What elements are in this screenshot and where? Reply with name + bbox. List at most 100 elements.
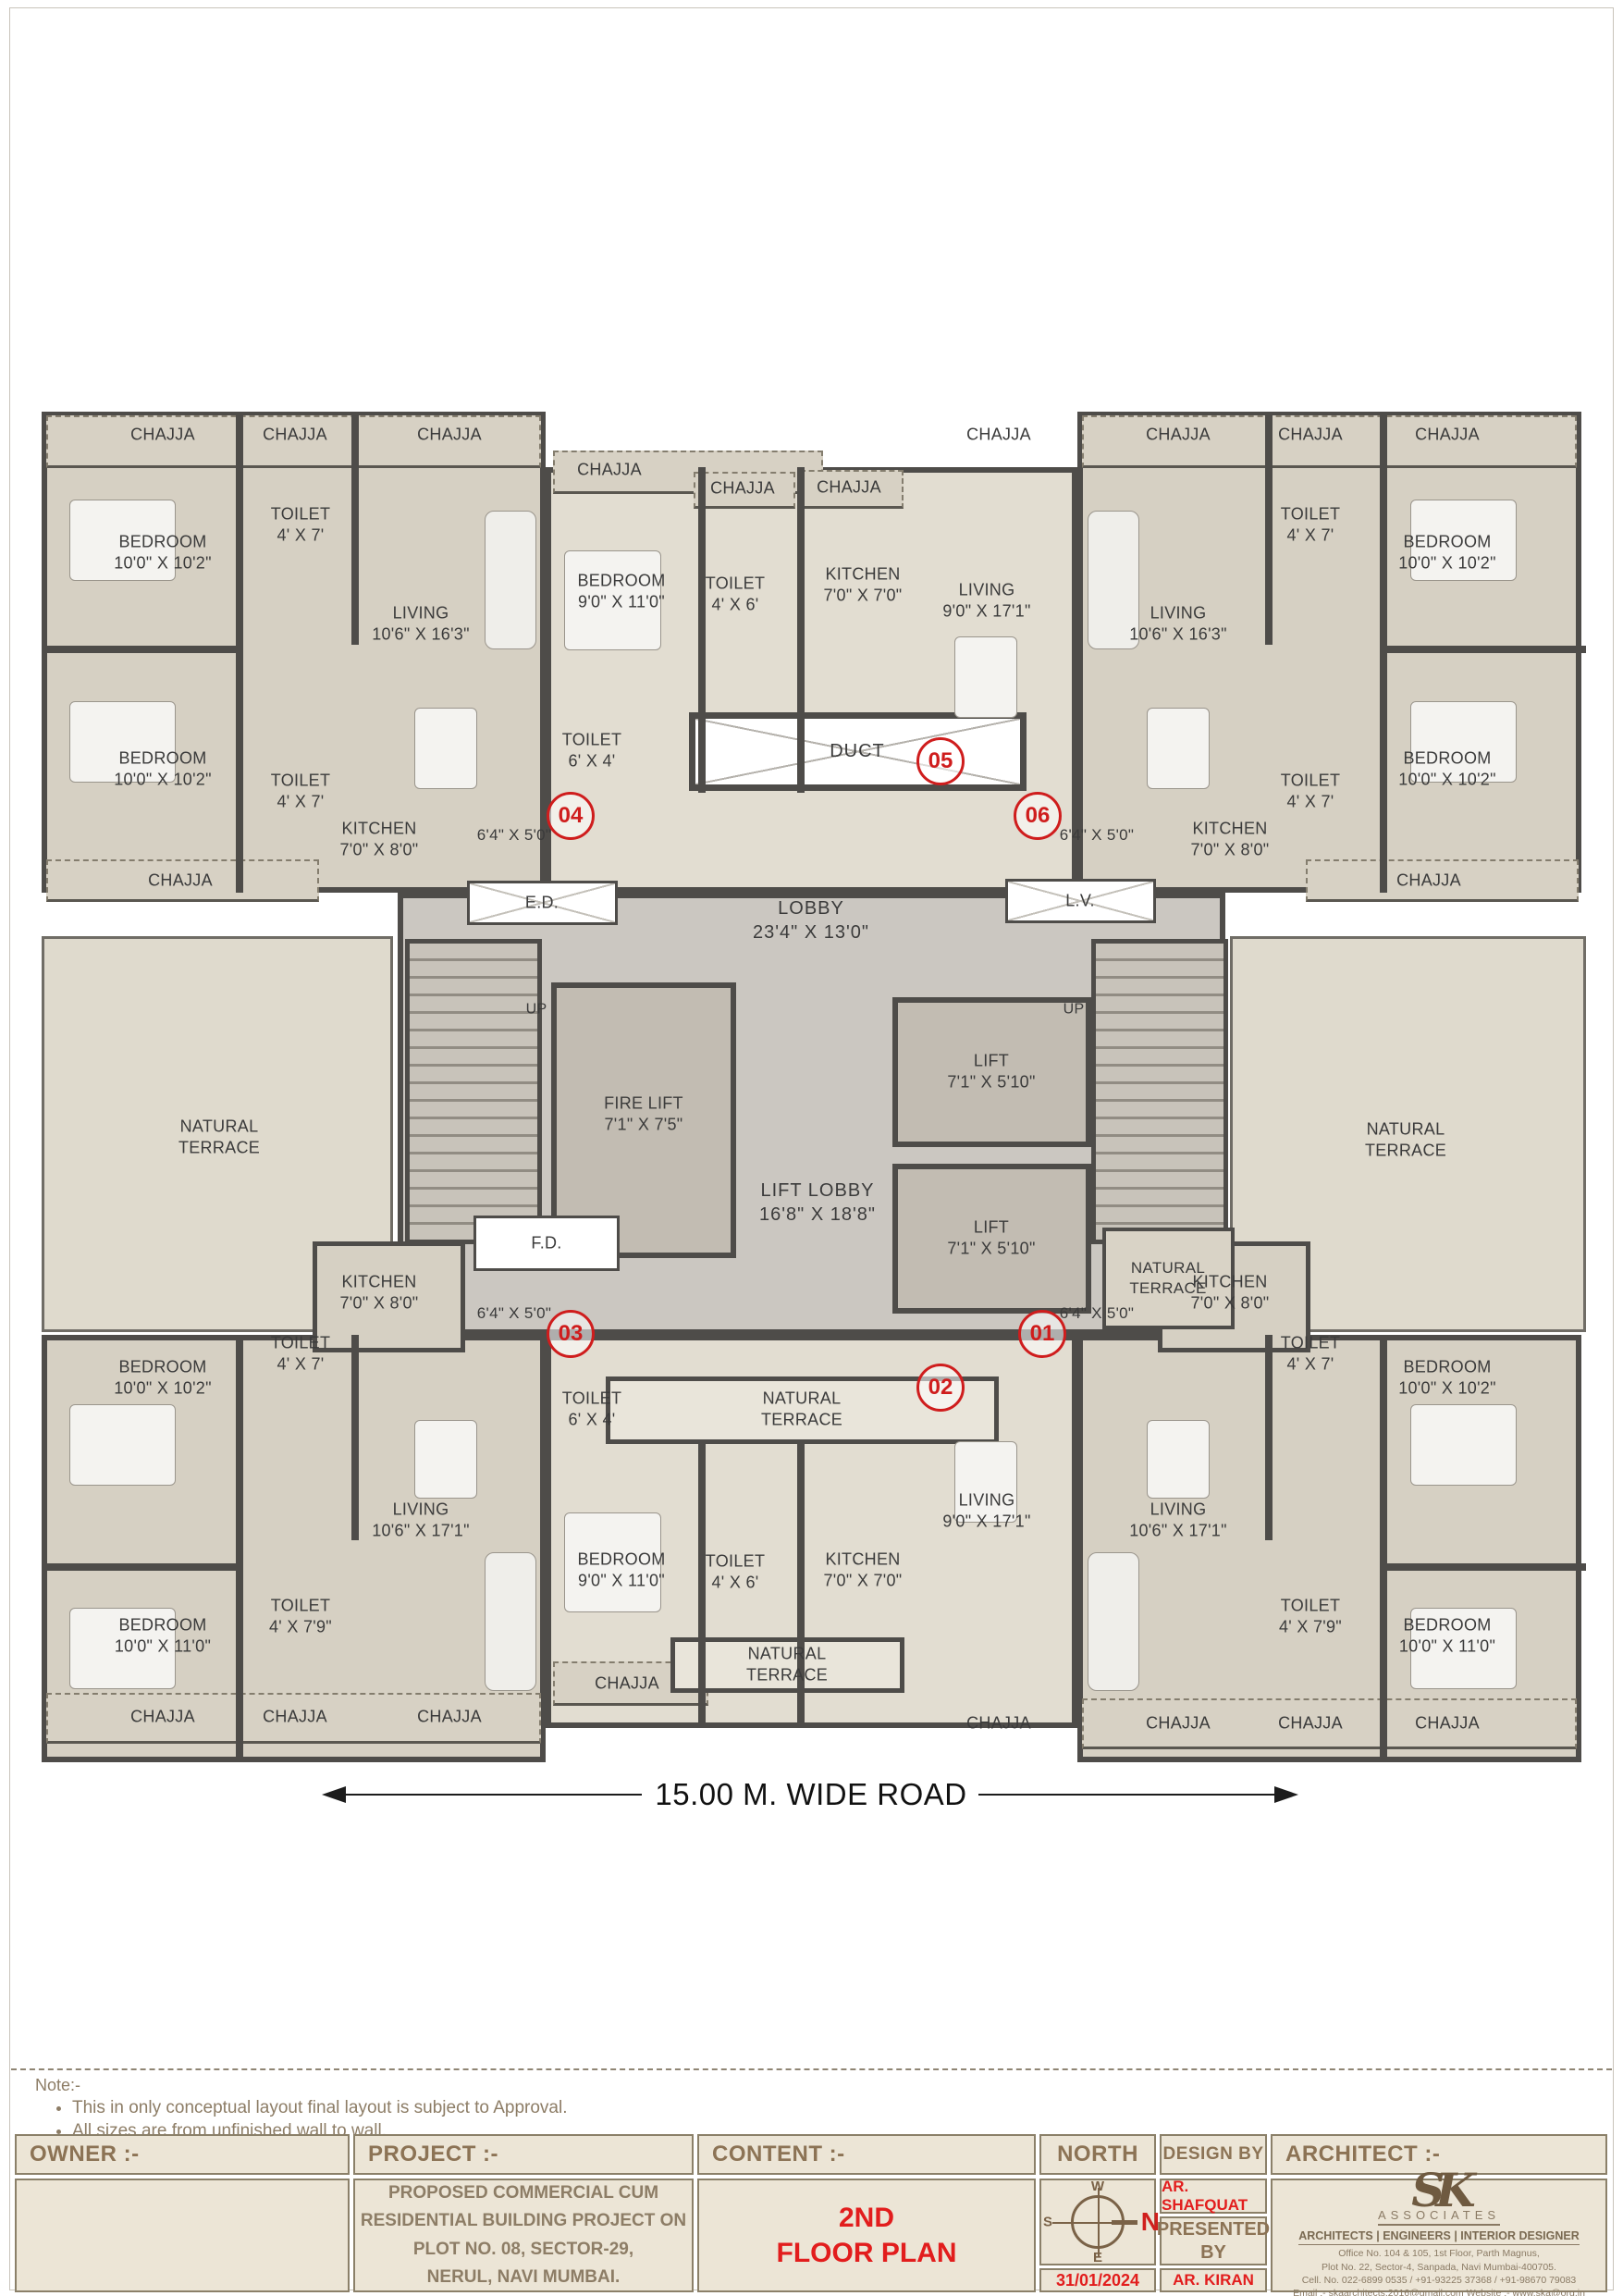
6-4-x-5-0-label: 6'4" X 5'0" <box>1059 825 1135 844</box>
furn-shape <box>954 1441 1017 1523</box>
furn-shape <box>1410 701 1517 783</box>
terracebox-shape <box>670 1637 904 1693</box>
flat-number-06: 06 <box>1014 792 1062 840</box>
lift-shape <box>892 1164 1091 1314</box>
chajja-shape <box>1306 859 1579 902</box>
road-arrow-left <box>322 1786 346 1803</box>
wall-shape <box>1380 1335 1387 1762</box>
project-line: RESIDENTIAL BUILDING PROJECT ON <box>360 2211 687 2231</box>
road-dimension: 15.00 M. WIDE ROAD <box>0 1762 1623 1827</box>
compass-south: S <box>1043 2214 1053 2230</box>
chajja-label: CHAJJA <box>1415 1713 1480 1733</box>
chajja-label: CHAJJA <box>1396 870 1461 890</box>
flat-number-03: 03 <box>547 1310 595 1358</box>
compass-east: E <box>1092 2250 1103 2265</box>
chajja-label: CHAJJA <box>577 460 642 479</box>
chajja-label: CHAJJA <box>148 870 213 890</box>
utilx-shape <box>1005 879 1156 923</box>
6-4-x-5-0-label: 6'4" X 5'0" <box>476 1303 552 1322</box>
chajja-label: CHAJJA <box>130 425 195 444</box>
content-header: CONTENT :- <box>697 2134 1036 2175</box>
firm-tagline: ARCHITECTS | ENGINEERS | INTERIOR DESIGN… <box>1298 2228 1580 2246</box>
notes-heading: Note:- <box>35 2076 81 2094</box>
furn-shape <box>1410 1608 1517 1689</box>
stairs-shape <box>1091 939 1228 1244</box>
furn-shape <box>414 708 477 789</box>
wall-shape <box>42 1563 243 1571</box>
wall-shape <box>797 467 805 793</box>
flat-number-02: 02 <box>916 1364 965 1412</box>
chajja-label: CHAJJA <box>1415 425 1480 444</box>
project-line: PLOT NO. 08, SECTOR-29, <box>412 2239 634 2259</box>
chajja-label: CHAJJA <box>1146 425 1211 444</box>
wall-shape <box>236 1335 243 1762</box>
wall-shape <box>1265 412 1273 645</box>
wall-shape <box>1265 1335 1273 1540</box>
chajja-label: CHAJJA <box>1146 1713 1211 1733</box>
6-4-x-5-0-label: 6'4" X 5'0" <box>476 825 552 844</box>
firm-name: ASSOCIATES <box>1377 2208 1501 2227</box>
firm-address-line: Plot No. 22, Sector-4, Sanpada, Navi Mum… <box>1322 2261 1556 2273</box>
compass-west: W <box>1090 2179 1105 2194</box>
wall-shape <box>351 412 359 645</box>
furn-shape <box>954 636 1017 718</box>
furn-shape <box>564 1512 661 1612</box>
wall-shape <box>1383 1563 1586 1571</box>
road-line-right <box>978 1794 1274 1796</box>
chajja-shape <box>46 415 541 468</box>
chajja-label: CHAJJA <box>417 1707 482 1726</box>
firm-address-line: Email :- skaarchitects.2016@gmail.com We… <box>1293 2287 1585 2296</box>
furnsofa-shape <box>485 1552 536 1691</box>
l-v-label: L.V. <box>1065 891 1095 910</box>
6-4-x-5-0-label: 6'4" X 5'0" <box>1059 1303 1135 1322</box>
chajja-label: CHAJJA <box>130 1707 195 1726</box>
duct-shape <box>689 712 1027 791</box>
f-d-label: F.D. <box>531 1233 562 1253</box>
north-compass: W S E N <box>1041 2179 1160 2265</box>
furnsofa-shape <box>1088 1552 1139 1691</box>
chajja-label: CHAJJA <box>1278 1713 1343 1733</box>
chajja-label: CHAJJA <box>263 1707 327 1726</box>
firm-address: Office No. 104 & 105, 1st Floor, Parth M… <box>1293 2247 1585 2296</box>
chajja-label: CHAJJA <box>417 425 482 444</box>
content-value-cell: 2ND FLOOR PLAN <box>697 2179 1036 2292</box>
furn-shape <box>1410 1404 1517 1486</box>
content-line: FLOOR PLAN <box>776 2237 957 2268</box>
wall-shape <box>698 1441 706 1728</box>
up-label: UP <box>1063 1001 1085 1018</box>
compass-cell: W S E N <box>1039 2179 1160 2265</box>
chajja-label: CHAJJA <box>817 477 881 497</box>
road-dimension-label: 15.00 M. WIDE ROAD <box>655 1777 967 1811</box>
design-by-header: DESIGN BY <box>1160 2134 1267 2175</box>
chajja-label: CHAJJA <box>966 425 1031 444</box>
note-item: This in only conceptual layout final lay… <box>72 2098 567 2118</box>
furn-shape <box>69 701 176 783</box>
owner-header: OWNER :- <box>15 2134 350 2175</box>
furn-shape <box>69 500 176 581</box>
project-line: NERUL, NAVI MUMBAI. <box>426 2266 621 2287</box>
north-header: NORTH <box>1039 2134 1156 2175</box>
wall-shape <box>1383 646 1586 653</box>
